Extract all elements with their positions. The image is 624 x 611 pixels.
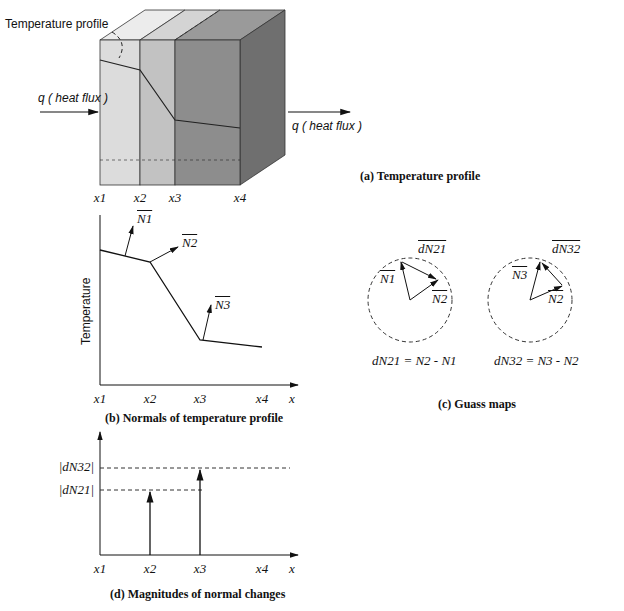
magnitude-label: |dN32|	[59, 460, 94, 474]
profile-curve	[100, 250, 262, 347]
figure-caption: (b) Normals of temperature profile	[105, 412, 283, 425]
figure-caption: (c) Guass maps	[438, 398, 516, 411]
heat-flux-arrow	[40, 111, 98, 112]
heat-flux-arrow	[288, 111, 350, 112]
position-label: x1	[94, 562, 106, 576]
position-label: x	[289, 392, 295, 406]
gauss-vector	[401, 262, 562, 300]
vector-label: N2	[432, 292, 447, 306]
callout-label: Temperature profile	[5, 18, 108, 31]
vector-label: N1	[137, 212, 152, 226]
normal-vector	[125, 226, 211, 340]
flux-label: q ( heat flux )	[292, 120, 362, 133]
vector-label: N1	[380, 272, 395, 286]
figure-caption: (a) Temperature profile	[360, 170, 480, 183]
position-label: x1	[94, 191, 106, 205]
figure-caption: (d) Magnitudes of normal changes	[110, 588, 285, 601]
vector-label: N2	[548, 292, 563, 306]
position-label: x	[289, 562, 295, 576]
equation: dN21 = N2 - N1	[372, 354, 457, 368]
axes	[100, 215, 298, 385]
position-label: x3	[194, 562, 206, 576]
magnitude-label: |dN21|	[59, 483, 94, 497]
position-label: x4	[256, 392, 268, 406]
vector-label: N2	[182, 236, 197, 250]
vector-label: N3	[512, 268, 527, 282]
position-label: x4	[256, 562, 268, 576]
equation: dN32 = N3 - N2	[494, 354, 579, 368]
axis-label: Temperature	[80, 278, 93, 345]
vector-label: dN21	[418, 242, 446, 256]
vector-label: N3	[215, 298, 230, 312]
position-label: x3	[194, 392, 206, 406]
position-label: x2	[144, 392, 156, 406]
position-label: x4	[234, 191, 246, 205]
axes	[100, 432, 298, 555]
vector-label: dN32	[552, 242, 580, 256]
leader-line	[112, 32, 122, 58]
profile-line	[100, 10, 240, 160]
wall-block	[100, 10, 285, 185]
position-label: x2	[144, 562, 156, 576]
position-label: x1	[94, 392, 106, 406]
magnitude-arrow	[150, 470, 200, 555]
flux-label: q ( heat flux )	[38, 92, 108, 105]
position-label: x3	[169, 191, 181, 205]
level-line	[100, 468, 290, 490]
position-label: x2	[134, 191, 146, 205]
gauss-circle	[368, 258, 572, 342]
